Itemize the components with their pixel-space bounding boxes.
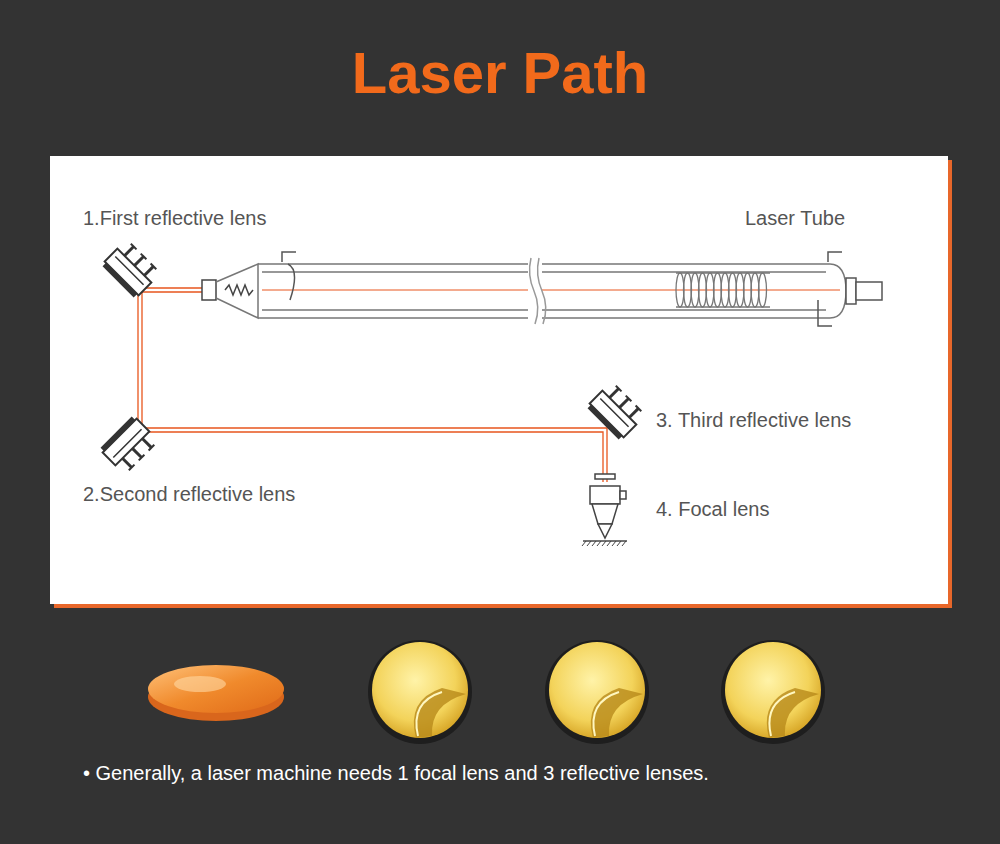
title: Laser Path — [0, 38, 1000, 108]
panel — [50, 156, 948, 604]
part-label: 4. Focal lens — [656, 497, 769, 521]
third-reflective-lens — [586, 381, 645, 440]
part-label: Laser Tube — [745, 206, 845, 230]
second-reflective-lens — [99, 415, 158, 474]
part-label: 2.Second reflective lens — [83, 482, 295, 506]
focal-lens-head — [583, 474, 627, 541]
work-surface-hatch — [582, 541, 626, 546]
reflective-lens-photo — [721, 640, 825, 744]
reflective-lens-photo — [368, 640, 472, 744]
part-label: 3. Third reflective lens — [656, 408, 851, 432]
focal-lens-photo — [148, 665, 284, 721]
first-reflective-lens — [101, 239, 160, 298]
reflective-lens-photo — [545, 640, 649, 744]
caption-note: • Generally, a laser machine needs 1 foc… — [83, 761, 709, 785]
laser-tube — [202, 252, 882, 326]
part-label: 1.First reflective lens — [83, 206, 266, 230]
laser-tube-coil — [676, 273, 770, 307]
